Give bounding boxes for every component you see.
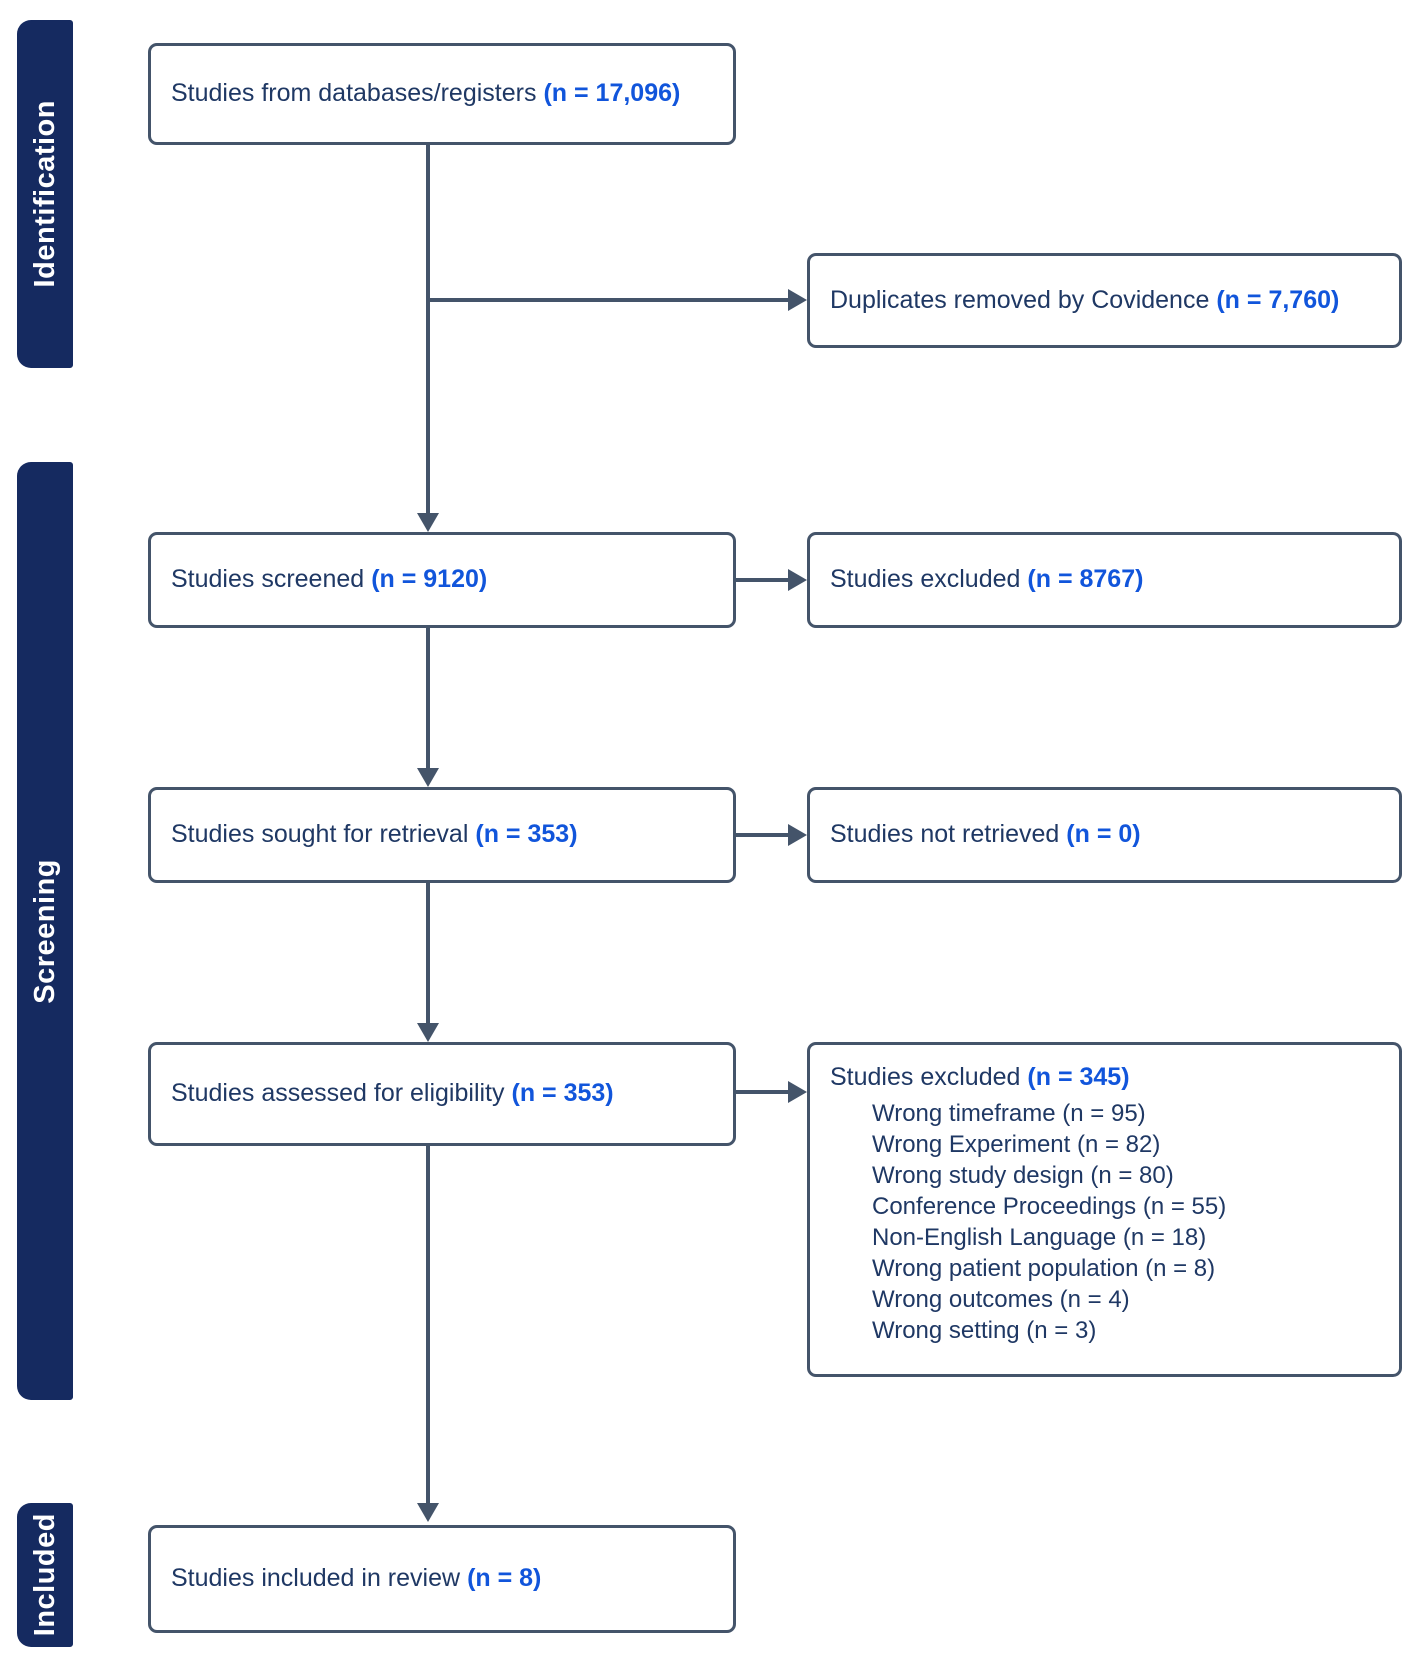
box-studies-screened-label: Studies screened	[171, 565, 365, 594]
box-studies-excluded-eligibility-title: Studies excluded(n = 345)	[830, 1061, 1381, 1093]
arrow-branch-to-duplicates	[428, 298, 788, 302]
exclusion-reason: Wrong Experiment (n = 82)	[872, 1131, 1161, 1158]
arrow-assessed-to-excluded	[736, 1090, 788, 1094]
arrow-retrieval-to-not-retrieved	[736, 833, 788, 837]
box-studies-sought-retrieval: Studies sought for retrieval(n = 353)	[148, 787, 736, 883]
section-label-screening: Screening	[28, 858, 61, 1004]
box-studies-from-databases-label: Studies from databases/registers	[171, 79, 537, 108]
section-label-identification: Identification	[28, 100, 61, 288]
box-studies-included-review: Studies included in review(n = 8)	[148, 1525, 736, 1633]
box-studies-assessed-eligibility: Studies assessed for eligibility(n = 353…	[148, 1042, 736, 1146]
section-bar-screening: Screening	[17, 462, 73, 1400]
section-bar-included: Included	[17, 1503, 73, 1647]
arrow-retrieval-to-assessed	[426, 883, 430, 1024]
arrow-screened-to-retrieval	[426, 628, 430, 769]
arrowhead-databases-to-screened	[417, 513, 439, 532]
arrowhead-screened-to-excluded	[788, 569, 807, 591]
box-studies-assessed-eligibility-count: (n = 353)	[511, 1079, 614, 1108]
box-duplicates-removed: Duplicates removed by Covidence(n = 7,76…	[807, 253, 1402, 348]
box-studies-excluded-screening-label: Studies excluded	[830, 565, 1021, 594]
box-studies-sought-retrieval-count: (n = 353)	[475, 820, 578, 849]
box-studies-excluded-eligibility-label: Studies excluded	[830, 1063, 1021, 1091]
arrowhead-retrieval-to-assessed	[417, 1023, 439, 1042]
box-duplicates-removed-count: (n = 7,760)	[1216, 285, 1340, 314]
exclusion-reason: Non-English Language (n = 18)	[872, 1224, 1207, 1251]
exclusion-reason: Wrong study design (n = 80)	[872, 1162, 1174, 1189]
box-studies-excluded-eligibility-count: (n = 345)	[1027, 1063, 1130, 1091]
exclusion-reason: Wrong setting (n = 3)	[872, 1317, 1097, 1344]
exclusion-reason: Wrong outcomes (n = 4)	[872, 1286, 1130, 1313]
box-studies-assessed-eligibility-label: Studies assessed for eligibility	[171, 1079, 505, 1108]
section-bar-identification: Identification	[17, 20, 73, 368]
arrow-screened-to-excluded	[736, 578, 788, 582]
section-label-included: Included	[28, 1513, 61, 1637]
box-studies-sought-retrieval-label: Studies sought for retrieval	[171, 820, 469, 849]
box-studies-excluded-screening: Studies excluded(n = 8767)	[807, 532, 1402, 628]
box-studies-screened: Studies screened(n = 9120)	[148, 532, 736, 628]
exclusion-reason: Wrong timeframe (n = 95)	[872, 1100, 1146, 1127]
arrowhead-branch-to-duplicates	[788, 289, 807, 311]
box-studies-included-review-count: (n = 8)	[467, 1564, 542, 1593]
arrow-assessed-to-included	[426, 1146, 430, 1504]
arrow-databases-to-screened	[426, 145, 430, 514]
box-studies-from-databases-count: (n = 17,096)	[543, 79, 681, 108]
arrowhead-assessed-to-included	[417, 1503, 439, 1522]
exclusion-reason-list: Wrong timeframe (n = 95) Wrong Experimen…	[830, 1093, 1381, 1346]
box-studies-excluded-eligibility: Studies excluded(n = 345) Wrong timefram…	[807, 1042, 1402, 1377]
arrowhead-screened-to-retrieval	[417, 768, 439, 787]
exclusion-reason: Wrong patient population (n = 8)	[872, 1255, 1216, 1282]
box-studies-not-retrieved-label: Studies not retrieved	[830, 820, 1060, 849]
box-studies-included-review-label: Studies included in review	[171, 1564, 461, 1593]
box-studies-screened-count: (n = 9120)	[371, 565, 488, 594]
arrowhead-assessed-to-excluded	[788, 1081, 807, 1103]
box-studies-from-databases: Studies from databases/registers(n = 17,…	[148, 43, 736, 145]
box-studies-excluded-screening-count: (n = 8767)	[1027, 565, 1144, 594]
box-duplicates-removed-label: Duplicates removed by Covidence	[830, 285, 1210, 314]
box-studies-not-retrieved-count: (n = 0)	[1066, 820, 1141, 849]
arrowhead-retrieval-to-not-retrieved	[788, 824, 807, 846]
box-studies-not-retrieved: Studies not retrieved(n = 0)	[807, 787, 1402, 883]
exclusion-reason: Conference Proceedings (n = 55)	[872, 1193, 1227, 1220]
